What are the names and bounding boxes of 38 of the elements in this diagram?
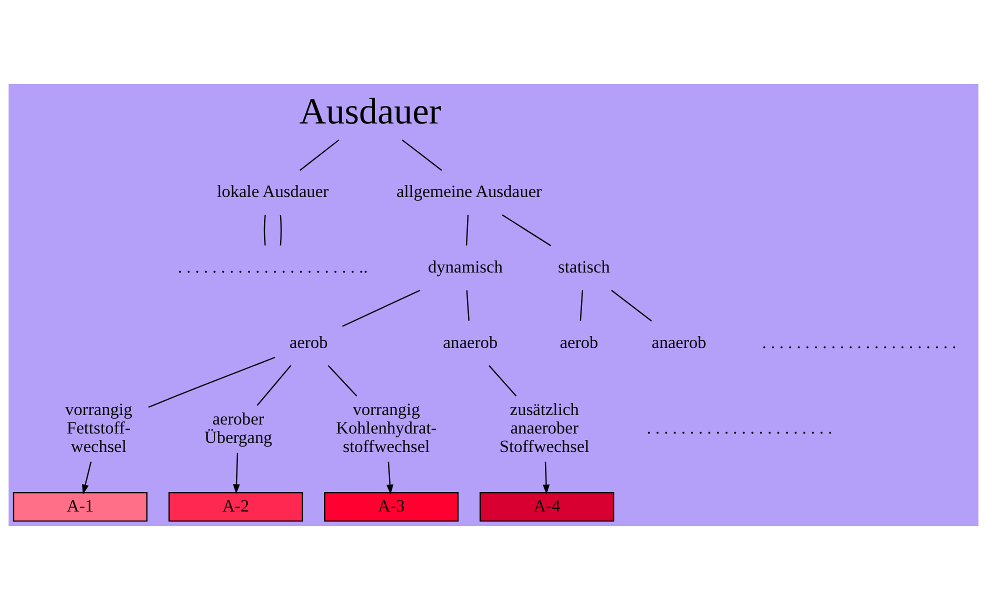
arrow	[542, 461, 550, 494]
arrow	[233, 452, 240, 494]
connector	[280, 214, 282, 245]
connector	[342, 289, 420, 326]
node-text: . . . . . . . . . . . . . . . . . . . . . ..	[178, 257, 368, 276]
label: . . . . . . . . . . . . . . . . . . . . . . .	[762, 332, 956, 352]
connector	[611, 289, 652, 321]
connector	[256, 364, 292, 406]
node-text: aerober Übergang	[204, 408, 272, 446]
node-text: aerob	[560, 332, 598, 352]
connector	[502, 214, 552, 246]
node-box: A-3	[324, 492, 459, 522]
connector	[580, 290, 584, 320]
node-box: A-4	[480, 492, 614, 522]
node-text: zusätzlich anaerober Stoffwechsel	[500, 400, 590, 456]
node-box: A-1	[12, 492, 148, 522]
arrow	[82, 461, 92, 494]
label: . . . . . . . . . . . . . . . . . . . . . .	[646, 418, 832, 438]
node-text: anaerob	[652, 332, 706, 352]
node-text: anaerob	[443, 332, 498, 352]
node-text: lokale Ausdauer	[216, 182, 329, 201]
connector	[328, 364, 358, 396]
node-text: dynamisch	[428, 257, 503, 276]
node-text: allgemeine Ausdauer	[396, 182, 542, 201]
node-text: vorrangig Kohlenhydrat- stoffwechsel	[336, 400, 437, 456]
node-text: statisch	[558, 257, 610, 276]
connector	[466, 214, 469, 245]
node-text: vorrangig Fettstoff- wechsel	[65, 400, 132, 456]
node-text: Ausdauer	[299, 91, 442, 132]
arrow	[386, 461, 394, 494]
connector	[402, 138, 442, 170]
node-text: aerob	[289, 332, 328, 352]
connector	[488, 364, 517, 396]
connector	[148, 356, 276, 408]
connector	[264, 214, 266, 245]
node-box: A-2	[168, 492, 304, 522]
connector	[466, 290, 470, 320]
connector	[300, 138, 340, 170]
